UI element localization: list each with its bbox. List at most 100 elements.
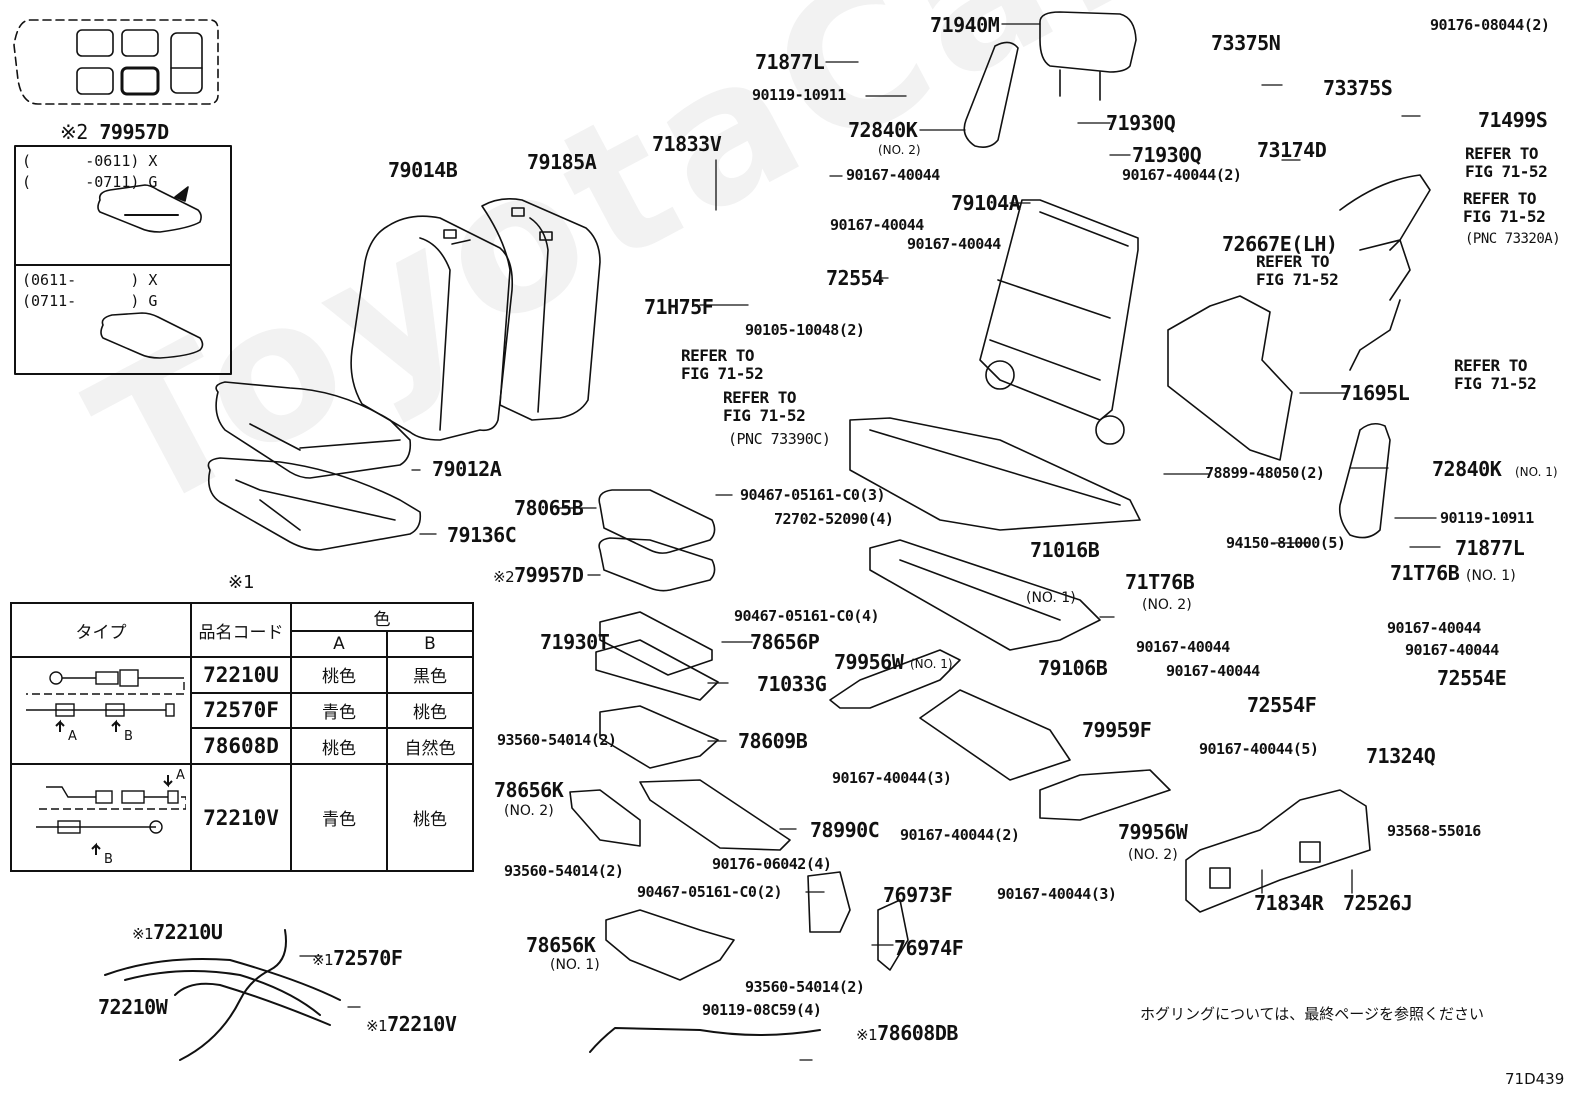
pnc-note: (PNC 73320A) xyxy=(1465,231,1561,247)
part-label: 78899-48050(2) xyxy=(1205,464,1325,482)
part-label: 90167-40044 xyxy=(1136,638,1230,656)
part-label: 71324Q xyxy=(1366,744,1436,768)
part-label: 90119-08C59(4) xyxy=(702,1001,822,1019)
leader-lines xyxy=(299,23,1441,1061)
color-table: タイプ 品名コード 色 A B A B 72210U xyxy=(10,602,474,872)
part-label: 72210W xyxy=(98,995,168,1019)
part-note: (NO. 2) xyxy=(504,803,554,819)
part-note: (NO. 1) xyxy=(550,957,600,973)
part-note: (NO. 1) xyxy=(1515,465,1558,479)
refer-to-label: REFER TO FIG 71-52 xyxy=(1256,252,1339,290)
inset-part-number: 79957D xyxy=(99,120,169,144)
part-label: 72702-52090(4) xyxy=(774,510,894,528)
seatback-frame-79104A xyxy=(979,199,1139,445)
part-label: 90167-40044(5) xyxy=(1199,740,1319,758)
type-diagram-1: A B xyxy=(10,656,192,765)
color-b-cell: 桃色 xyxy=(386,763,474,872)
cover-79959F xyxy=(919,689,1071,781)
part-label: 71695L xyxy=(1340,381,1410,405)
part-label: 90167-40044(2) xyxy=(1122,166,1242,184)
part-label: 78656K xyxy=(526,933,596,957)
type-diagram-2: A B xyxy=(10,763,192,872)
color-table-title: ※1 xyxy=(228,572,255,593)
header-code: 品名コード xyxy=(190,602,292,658)
part-label: 79136C xyxy=(447,523,517,547)
part-label: 90467-05161-C0(3) xyxy=(740,486,886,504)
part-label: 94150-81000(5) xyxy=(1226,534,1346,552)
part-note: (NO. 1) xyxy=(1466,568,1516,584)
part-label: 90167-40044 xyxy=(846,166,940,184)
table-row: 78608D 桃色 自然色 xyxy=(11,727,474,765)
part-label: 93560-54014(2) xyxy=(497,731,617,749)
part-label: 90167-40044(3) xyxy=(832,769,952,787)
part-label: 90167-40044 xyxy=(1387,619,1481,637)
part-label: 71877L xyxy=(755,50,825,74)
note-mark: ※1 xyxy=(132,925,154,943)
part-label: 73375N xyxy=(1211,31,1281,55)
part-label: 71016B xyxy=(1030,538,1100,562)
figure-id: 71D439 xyxy=(1505,1070,1565,1088)
part-label: 93560-54014(2) xyxy=(504,862,624,880)
color-a-cell: 青色 xyxy=(290,763,388,872)
part-label: 79185A xyxy=(527,150,597,174)
cover-79956W-no2 xyxy=(1039,769,1171,821)
cushion-79136C xyxy=(207,457,422,551)
part-label: 93560-54014(2) xyxy=(745,978,865,996)
part-note: (NO. 2) xyxy=(1128,847,1178,863)
part-label: 90167-40044(3) xyxy=(997,885,1117,903)
armrest-cover-72840K-no1 xyxy=(1338,422,1391,539)
seat-frame-71016B xyxy=(849,417,1141,531)
part-label-with-mark: ※172210U xyxy=(132,920,223,944)
part-label: 90167-40044(2) xyxy=(900,826,1020,844)
shield-71695L xyxy=(1167,295,1293,461)
part-number: 78608DB xyxy=(877,1021,958,1045)
connector-type-1-icon: A B xyxy=(26,669,185,744)
part-label: 79104A xyxy=(951,191,1021,215)
part-label: 71930Q xyxy=(1106,111,1176,135)
part-label: 93568-55016 xyxy=(1387,822,1481,840)
part-label: 90176-06042(4) xyxy=(712,855,832,873)
part-label: 72840K xyxy=(1432,457,1502,481)
seat-track-79106B xyxy=(869,539,1101,651)
seat-belt-assembly xyxy=(1339,174,1431,371)
note-mark: ※2 xyxy=(60,120,88,144)
part-label: 79012A xyxy=(432,457,502,481)
part-label: 72554F xyxy=(1247,693,1317,717)
part-label: 90167-40044 xyxy=(907,235,1001,253)
note-mark: ※1 xyxy=(366,1017,388,1035)
hog-ring-note: ホグリングについては、最終ページを参照ください xyxy=(1140,1005,1484,1023)
part-label: 71033G xyxy=(757,672,827,696)
part-label: 71499S xyxy=(1478,108,1548,132)
armrest-assembly xyxy=(569,489,909,1053)
code-cell: 72570F xyxy=(190,691,292,730)
part-label: 78990C xyxy=(810,818,880,842)
part-label: 72554E xyxy=(1437,666,1507,690)
part-label: 90467-05161-C0(2) xyxy=(637,883,783,901)
armrest-variant-box xyxy=(14,145,232,375)
refer-to-label: REFER TO FIG 71-52 xyxy=(723,388,806,426)
part-label: 71940M xyxy=(930,13,1000,37)
arrow-a-label: A xyxy=(68,729,77,744)
part-label-with-mark: ※172570F xyxy=(312,948,403,968)
part-number: 72210V xyxy=(387,1012,457,1036)
part-label: 78656P xyxy=(750,630,820,654)
inset-title: ※2 79957D xyxy=(60,122,169,142)
table-row: A B 72210V 青色 桃色 xyxy=(10,763,474,872)
part-note: (NO. 2) xyxy=(878,143,921,157)
seatback-79014B xyxy=(350,215,514,441)
part-label: 79959F xyxy=(1082,718,1152,742)
note-mark: ※2 xyxy=(493,568,515,586)
part-label: 71834R xyxy=(1254,891,1324,915)
header-type: タイプ xyxy=(10,602,192,658)
part-label: 71877L xyxy=(1455,536,1525,560)
connector-type-2-icon: A B xyxy=(36,768,187,867)
part-number: 72210U xyxy=(153,920,223,944)
code-cell: 78608D xyxy=(190,727,292,765)
part-label-with-mark: ※279957D xyxy=(493,565,584,586)
part-label: 71T76B xyxy=(1125,570,1195,594)
part-label: 90167-40044 xyxy=(1405,641,1499,659)
header-color: 色 xyxy=(290,602,474,632)
wire-harness-assembly xyxy=(104,929,341,1061)
